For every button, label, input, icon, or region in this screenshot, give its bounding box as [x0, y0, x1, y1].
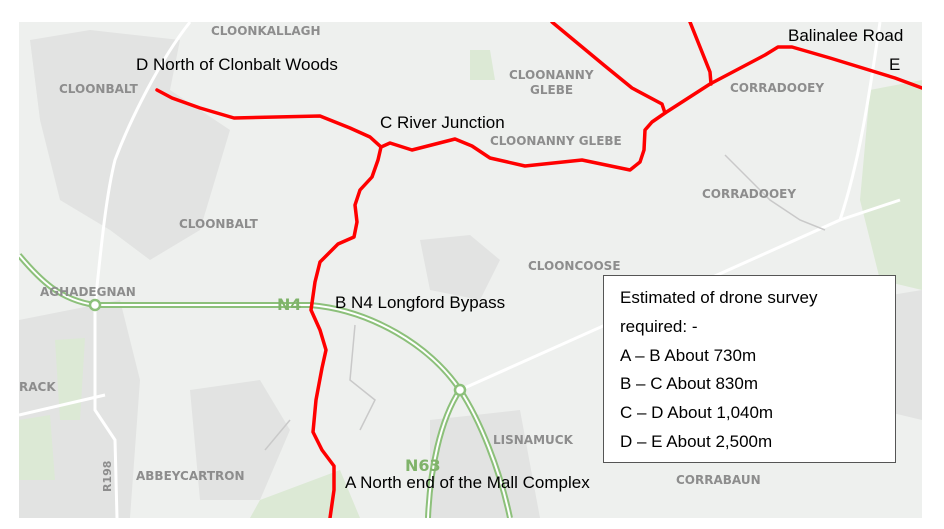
point-e-label: E — [889, 55, 901, 74]
place-label: CLOONBALT — [59, 82, 138, 96]
route-branch-1 — [550, 22, 667, 115]
road-label-n4: N4 — [277, 295, 302, 314]
legend-title: Estimated of drone survey — [620, 288, 818, 307]
place-label: CLOONANNY — [509, 68, 594, 82]
route-c-to-e — [379, 45, 922, 172]
place-label: CLOONCOOSE — [528, 259, 621, 273]
place-label: LISNAMUCK — [493, 433, 573, 447]
roundabout-aghadegnan — [88, 298, 102, 312]
survey-estimate-box: Estimated of drone survey required: - A … — [603, 275, 896, 463]
legend-row: D – E About 2,500m — [620, 431, 773, 451]
minor-roads — [19, 22, 901, 518]
point-d-label: D North of Clonbalt Woods — [136, 55, 338, 74]
place-label: CLOONBALT — [179, 217, 258, 231]
place-label: CLOONANNY GLEBE — [490, 134, 622, 148]
place-label: RACK — [19, 380, 56, 394]
place-label: CLOONKALLAGH — [211, 24, 321, 38]
road-label-r198: R198 — [101, 460, 114, 492]
legend-row: A – B About 730m — [620, 345, 757, 365]
point-b-label: B N4 Longford Bypass — [335, 293, 506, 312]
place-label: CORRABAUN — [676, 473, 761, 487]
legend-row: C – D About 1,040m — [620, 403, 774, 423]
route-a-to-c — [309, 145, 383, 518]
place-label: AGHADEGNAN — [40, 285, 136, 299]
place-label: CORRADOOEY — [702, 187, 797, 201]
tracks — [264, 154, 826, 451]
legend-title-cont: required: - — [620, 316, 698, 336]
place-label: GLEBE — [530, 83, 574, 97]
route-c-to-d — [155, 88, 383, 149]
point-c-label: C River Junction — [380, 113, 505, 132]
balinalee-road-label: Balinalee Road — [788, 26, 904, 45]
roundabout-lisnamuck — [453, 383, 467, 397]
road-label-n63: N63 — [405, 456, 441, 475]
place-label: ABBEYCARTRON — [136, 469, 245, 483]
legend-row: B – C About 830m — [620, 374, 758, 394]
point-a-label: A North end of the Mall Complex — [345, 473, 590, 492]
place-label: CORRADOOEY — [730, 81, 825, 95]
route-branch-2 — [688, 22, 713, 86]
survey-route — [155, 22, 922, 518]
national-roads-inner — [19, 254, 511, 518]
